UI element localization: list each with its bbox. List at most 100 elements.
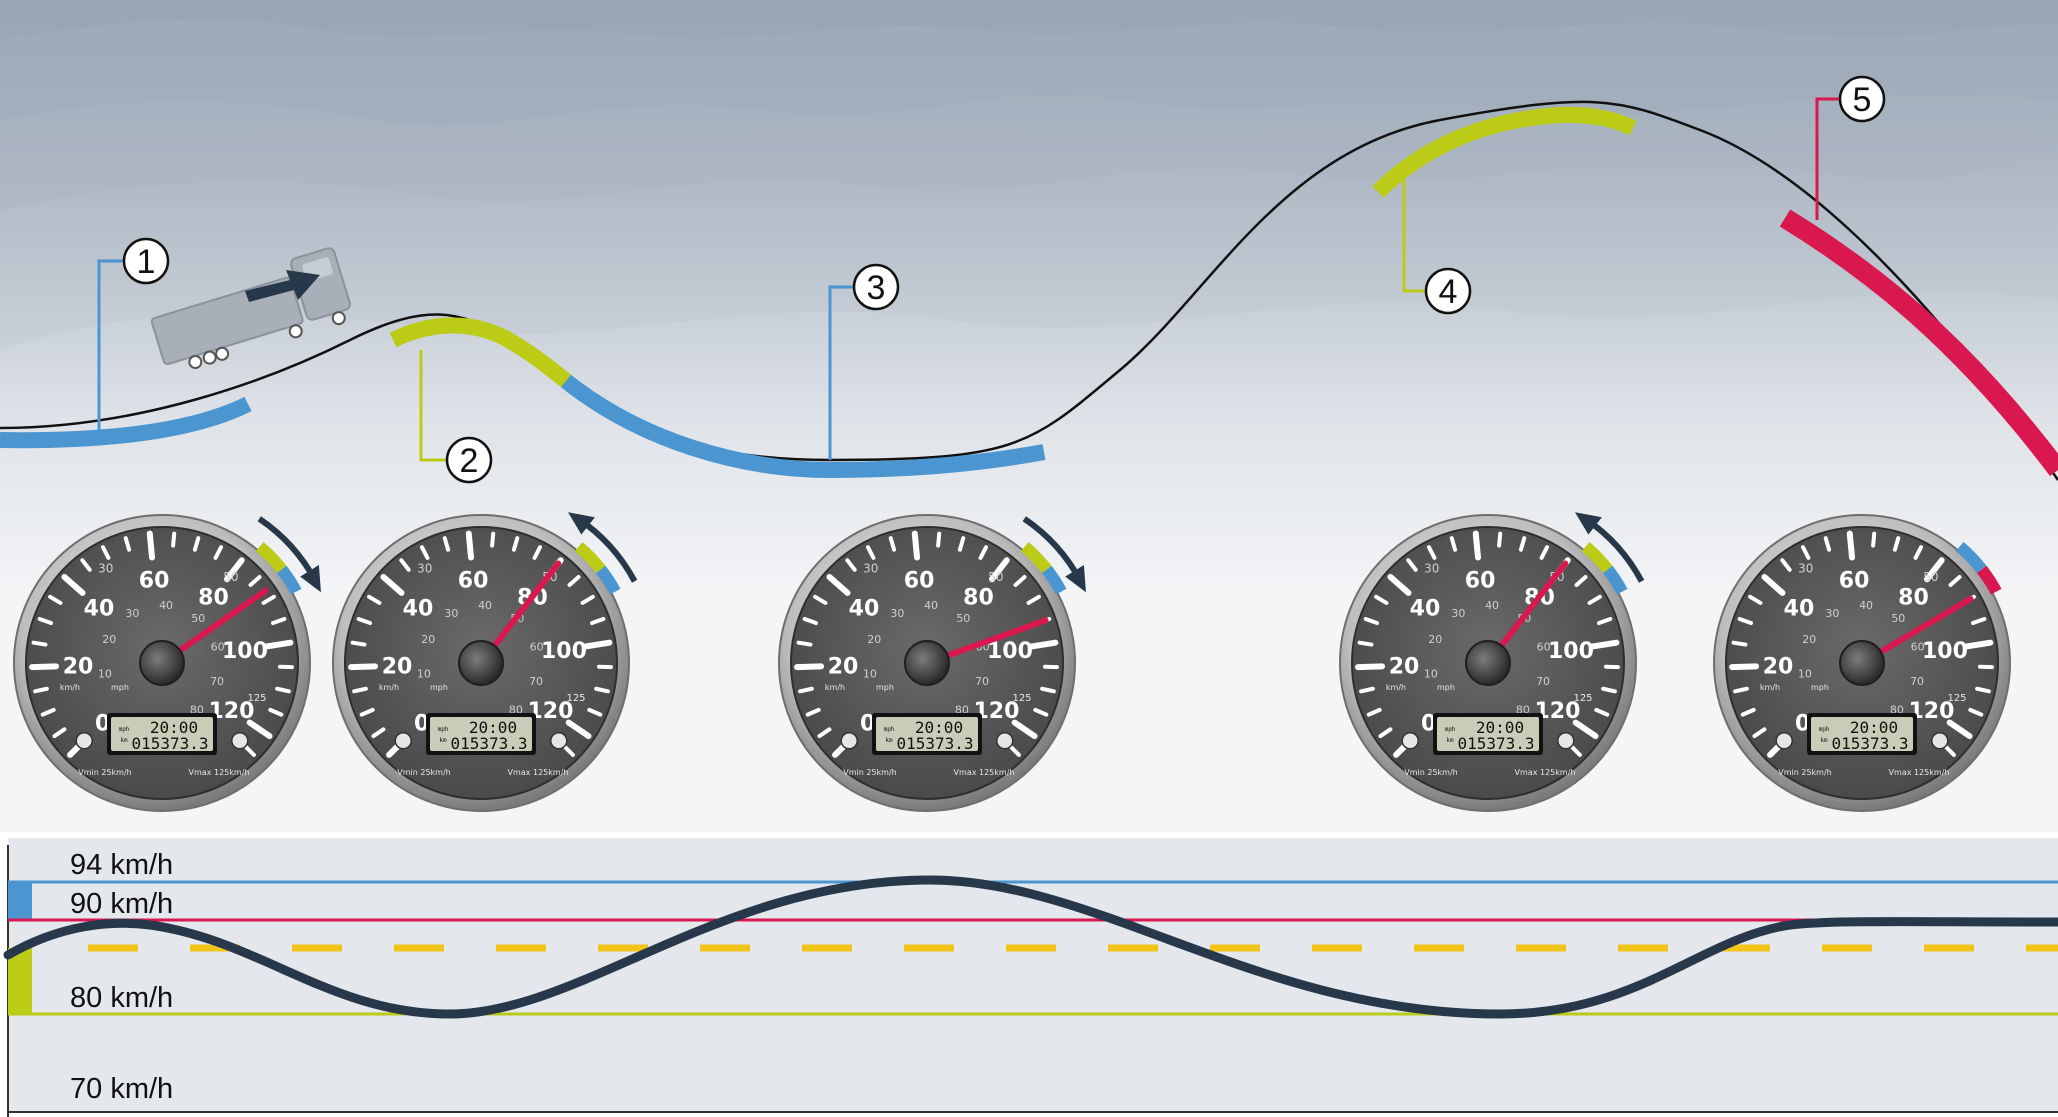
gauge-unit-mph: mph [876, 683, 894, 692]
gauge-tick [1975, 686, 1991, 694]
gauge-tick [1033, 707, 1049, 717]
gauge-tick [1026, 594, 1041, 605]
gauge-kmh-number: 60 [1839, 568, 1870, 593]
gauge-tick [61, 574, 86, 596]
gauge-kmh-number: 60 [139, 568, 170, 593]
gauge-tick [356, 616, 372, 626]
gauge-mph-number: 20 [102, 633, 116, 646]
background-landscape [0, 0, 2058, 600]
gauge-tick [845, 558, 857, 572]
gauge-tick [271, 616, 287, 626]
gauge-tick [442, 536, 451, 552]
label-90: 90 km/h [70, 888, 173, 920]
gauge-tick [1569, 744, 1582, 757]
gauge-kmh-number: 20 [1763, 655, 1794, 680]
gauge-tick [348, 663, 379, 671]
segment-3-bar [561, 374, 1046, 479]
gauge-mph-number: 40 [1485, 599, 1499, 612]
gauge-tick [562, 744, 575, 757]
gauge-tick [1594, 707, 1610, 717]
gauge-mph-number: 30 [890, 607, 904, 620]
road-line [0, 100, 2058, 481]
gauge-mph-number: 10 [1424, 667, 1438, 680]
gauge-kmh-number: 80 [1898, 586, 1929, 611]
gauge-tick [1355, 663, 1386, 671]
gauge-outer-mph-number: 30 [417, 561, 432, 575]
gauge-arc-blue [276, 565, 302, 595]
gauge-unit-mph: mph [1437, 683, 1455, 692]
gauge-mph-number: 40 [478, 599, 492, 612]
gauge-mph-number: 40 [159, 599, 173, 612]
gauge-tick [380, 574, 405, 596]
gauge-tick [1574, 575, 1588, 587]
gauge-hub [1839, 640, 1885, 686]
gauge-tick [888, 536, 897, 552]
gauge-tick [350, 640, 367, 647]
gauge-kmh-number: 40 [403, 596, 434, 621]
gauge-mph-number: 30 [444, 607, 458, 620]
gauge-kmh-number: 0 [95, 711, 110, 736]
gauge-screw-left [1401, 732, 1419, 750]
gauge-vmin-label: Vmin 25km/h [843, 768, 896, 777]
gauge-tick [805, 707, 821, 717]
gauge-tick [100, 545, 111, 560]
gauge-tick [1946, 719, 1973, 740]
gauge-hub [139, 640, 185, 686]
gauge-arc-blue [1041, 565, 1067, 595]
label-70: 70 km/h [70, 1073, 173, 1105]
gauge-outer-mph-number: 30 [1798, 561, 1813, 575]
gauge-vmax-label: Vmax 125km/h [189, 768, 250, 777]
gauge-tick [1737, 616, 1753, 626]
gauge-kmh-number: 100 [541, 639, 587, 664]
gauge-tick [243, 744, 256, 757]
gauge-tick [1426, 545, 1437, 560]
gauge-screw-left [75, 732, 93, 750]
gauge-tick [248, 575, 262, 587]
gauge-tick [1761, 574, 1786, 596]
gauge-screw-right [550, 732, 568, 750]
gauge-tick [1740, 707, 1756, 717]
gauge-tick [1040, 686, 1056, 694]
band-blue [8, 882, 32, 920]
gauge-unit-mph: mph [111, 683, 129, 692]
gauge-tick [1948, 575, 1962, 587]
gauge-tick [594, 686, 610, 694]
gauge-tick [1028, 639, 1059, 650]
gauge-unit-mph: mph [1811, 683, 1829, 692]
gauge-lcd-unit-mph: mph [119, 726, 130, 733]
callout-2: 2 [419, 350, 493, 484]
gauge-tick [826, 574, 851, 596]
speedometer-2: 02040608010012010203040506070803050125km… [332, 512, 638, 812]
gauge-mph-number: 20 [1428, 633, 1442, 646]
gauge-lcd [1437, 717, 1539, 751]
gauge-tick [246, 719, 273, 740]
speed-curve [3, 875, 2058, 1019]
gauge-kmh-number: 20 [63, 655, 94, 680]
gauge-tick [48, 594, 63, 605]
gauge-tick [817, 727, 832, 739]
gauge-hub [904, 640, 950, 686]
label-80: 80 km/h [70, 982, 173, 1014]
callout-5: 5 [1815, 75, 1886, 220]
callout-3: 3 [828, 263, 900, 460]
segment-2-bar [389, 317, 572, 388]
gauge-unit-kmh: km/h [1760, 683, 1780, 692]
gauge-tick [275, 686, 291, 694]
gauge-arc-green [574, 541, 606, 574]
gauge-screw-right [1931, 732, 1949, 750]
gauge-tick [978, 545, 989, 560]
gauge-tick [957, 536, 966, 552]
gauge-outer-mph-number: 50 [223, 570, 238, 584]
gauge-mph-number: 70 [529, 675, 543, 688]
gauge-tick [1923, 557, 1945, 583]
gauge-tick [1968, 707, 1984, 717]
gauge-lcd-unit-km: km [439, 737, 447, 744]
arrowhead-icon [1575, 512, 1602, 535]
gauge-arc-green [255, 541, 287, 574]
gauge-kmh-number: 60 [904, 568, 935, 593]
gauge-mph-number: 40 [924, 599, 938, 612]
gauge-mph-number: 50 [956, 612, 970, 625]
gauge-kmh-number: 0 [1421, 711, 1436, 736]
gauge-tick [1497, 531, 1503, 548]
gauge-mph-number: 20 [421, 633, 435, 646]
